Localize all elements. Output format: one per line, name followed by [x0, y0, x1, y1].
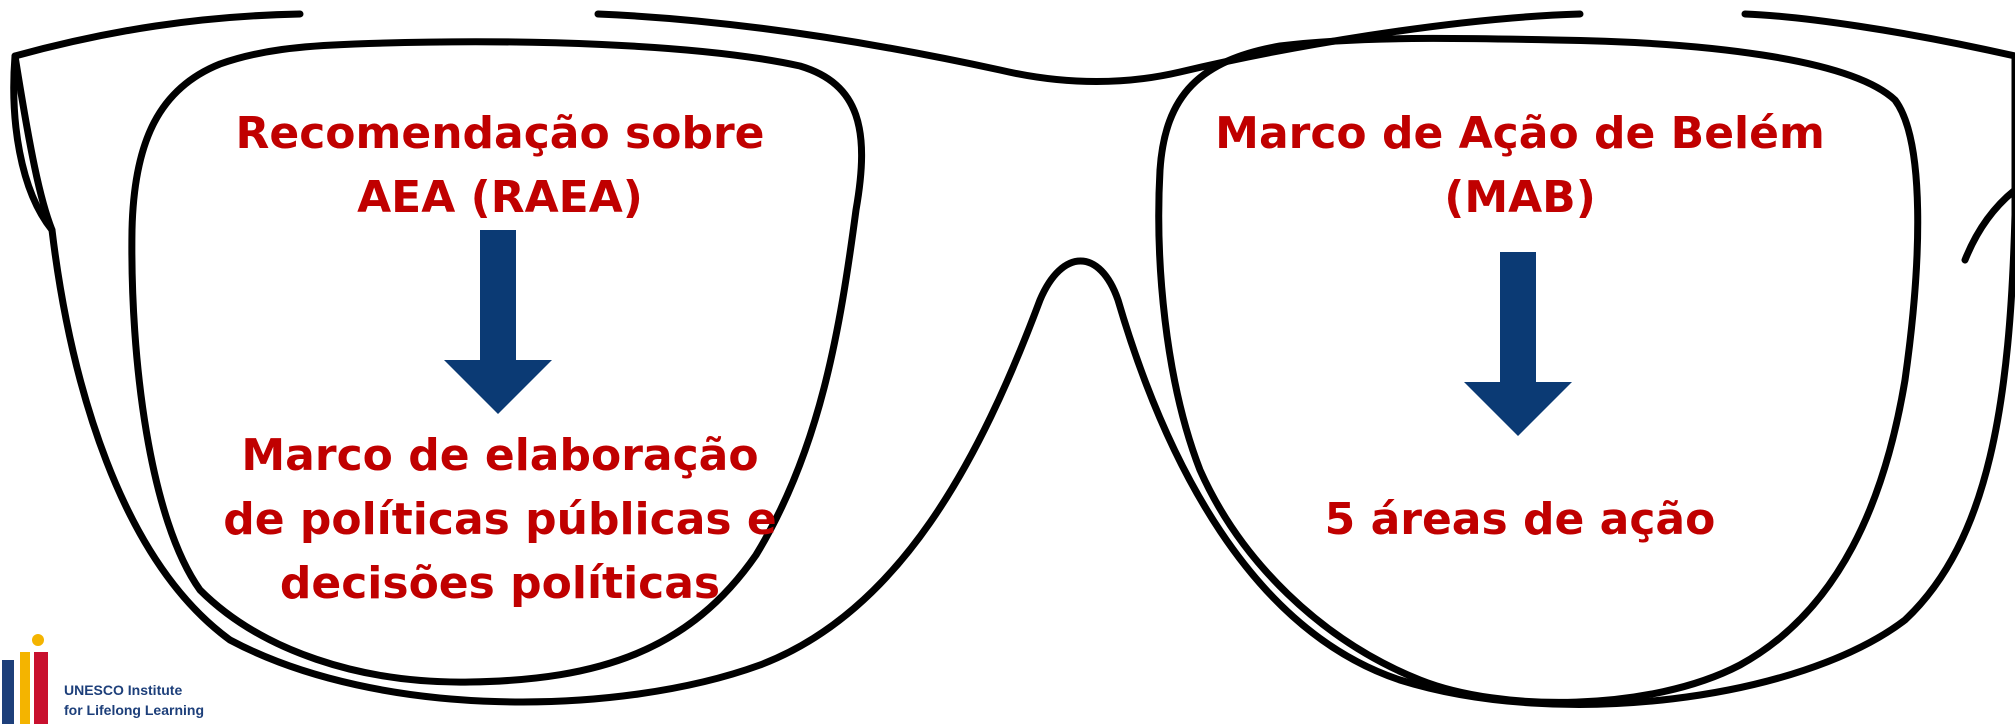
left-lens-title: Recomendação sobre AEA (RAEA) — [210, 102, 790, 230]
right-temple-edge — [1961, 186, 2015, 264]
right-lens-title-line: Marco de Ação de Belém — [1215, 108, 1825, 159]
right-lens-rim — [1155, 34, 1922, 706]
frame-top-bridge — [594, 10, 1584, 85]
uil-logo-line2: for Lifelong Learning — [64, 702, 204, 718]
left-lens-title-line: AEA (RAEA) — [357, 172, 643, 223]
left-down-arrow — [444, 230, 552, 414]
uil-logo-line1: UNESCO Institute — [64, 682, 183, 698]
right-lens-title-line: (MAB) — [1444, 172, 1596, 223]
right-lens-result: 5 áreas de ação — [1260, 488, 1780, 552]
left-lens-result-line: Marco de elaboração — [241, 430, 759, 481]
left-lens-result-line: de políticas públicas e — [223, 494, 777, 545]
left-lens-result-line: decisões políticas — [279, 558, 721, 609]
uil-logo: UNESCO Institute for Lifelong Learning — [0, 630, 230, 724]
left-lens-result: Marco de elaboração de políticas pública… — [200, 424, 800, 616]
left-temple-edge — [11, 52, 56, 234]
right-lens-title: Marco de Ação de Belém (MAB) — [1190, 102, 1850, 230]
right-lens-result-line: 5 áreas de ação — [1324, 494, 1716, 545]
left-lens-title-line: Recomendação sobre — [235, 108, 765, 159]
right-down-arrow — [1464, 252, 1572, 436]
uil-logo-mark — [2, 634, 48, 724]
left-lens-rim — [128, 38, 866, 686]
